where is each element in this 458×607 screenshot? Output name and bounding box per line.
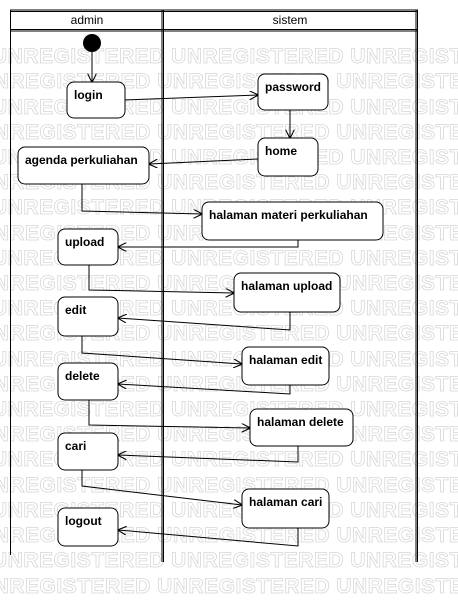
flow-arrow-hal_edit-to-delete — [118, 384, 291, 395]
activity-label: edit — [65, 303, 86, 317]
watermark-text: UNREGISTERED UNREGISTERED UNREGISTERED U… — [0, 398, 458, 421]
flow-arrow-materi-to-upload — [118, 240, 299, 247]
activity-label: password — [265, 80, 321, 94]
watermark-text: UNREGISTERED UNREGISTERED UNREGISTERED U… — [0, 549, 458, 572]
lane-header-sistem: sistem — [273, 13, 308, 27]
activity-box — [257, 73, 329, 111]
activity-box — [257, 137, 319, 177]
watermark-text: UNREGISTERED UNREGISTERED UNREGISTERED U… — [0, 45, 458, 68]
flow-arrow-agenda-to-materi — [81, 184, 202, 214]
activity-box — [17, 146, 150, 185]
activity-label: halaman materi perkuliahan — [209, 208, 368, 222]
activity-box — [57, 507, 119, 547]
activity-hal-edit[interactable]: halaman edit — [241, 346, 330, 386]
flow-arrow-home-to-agenda — [149, 158, 259, 164]
activity-box — [66, 81, 126, 119]
activity-hal-cari[interactable]: halaman cari — [241, 488, 330, 529]
activity-label: login — [74, 88, 103, 102]
activity-cari[interactable]: cari — [57, 432, 119, 471]
activity-logout[interactable]: logout — [57, 507, 119, 547]
activity-hal-upload[interactable]: halaman upload — [233, 272, 341, 313]
start-node — [83, 34, 101, 52]
flow-arrow-upload-to-hal_upload — [88, 265, 234, 293]
activity-delete[interactable]: delete — [57, 362, 119, 401]
activity-materi[interactable]: halaman materi perkuliahan — [201, 201, 384, 241]
flow-arrow-hal_cari-to-logout — [118, 528, 299, 547]
activity-box — [233, 272, 341, 313]
activity-label: cari — [65, 439, 86, 453]
flow-arrow-delete-to-hal_delete — [88, 400, 250, 428]
watermark-text: UNREGISTERED UNREGISTERED UNREGISTERED U… — [0, 575, 458, 598]
activity-nodes: login password home agenda perkuliahan halam… — [17, 73, 384, 547]
activity-upload[interactable]: upload — [57, 228, 119, 266]
activity-box — [241, 488, 330, 529]
activity-label: logout — [65, 514, 102, 528]
activity-box — [249, 408, 354, 447]
watermark-text: UNREGISTERED UNREGISTERED UNREGISTERED U… — [0, 121, 458, 144]
activity-label: delete — [65, 369, 100, 383]
activity-agenda[interactable]: agenda perkuliahan — [17, 146, 150, 185]
activity-label: home — [265, 144, 297, 158]
activity-box — [57, 296, 119, 337]
watermark-text: UNREGISTERED UNREGISTERED UNREGISTERED U… — [0, 272, 458, 295]
watermark-text: UNREGISTERED UNREGISTERED UNREGISTERED U… — [0, 474, 458, 497]
flow-arrow-cari-to-hal_cari — [81, 470, 242, 505]
activity-label: halaman edit — [249, 353, 322, 367]
activity-hal-delete[interactable]: halaman delete — [249, 408, 354, 447]
flow-arrow-hal_upload-to-edit — [118, 312, 291, 331]
flow-arrow-login-to-password — [124, 95, 258, 101]
activity-box — [57, 432, 119, 471]
flow-edges — [81, 52, 299, 547]
activity-password[interactable]: password — [257, 73, 329, 111]
activity-label: agenda perkuliahan — [25, 153, 138, 167]
activity-label: upload — [65, 235, 104, 249]
activity-edit[interactable]: edit — [57, 296, 119, 337]
flow-arrow-edit-to-hal_edit — [81, 336, 242, 364]
activity-box — [57, 362, 119, 401]
activity-login[interactable]: login — [66, 81, 126, 119]
activity-label: halaman delete — [257, 415, 344, 429]
activity-box — [241, 346, 330, 386]
activity-label: halaman cari — [249, 495, 322, 509]
activity-box — [201, 201, 384, 241]
activity-label: halaman upload — [241, 279, 332, 293]
activity-box — [57, 228, 119, 266]
activity-home[interactable]: home — [257, 137, 319, 177]
flow-arrow-hal_delete-to-cari — [118, 446, 299, 463]
lane-header-admin: admin — [71, 13, 104, 27]
swimlanes: admin sistem — [10, 9, 418, 562]
